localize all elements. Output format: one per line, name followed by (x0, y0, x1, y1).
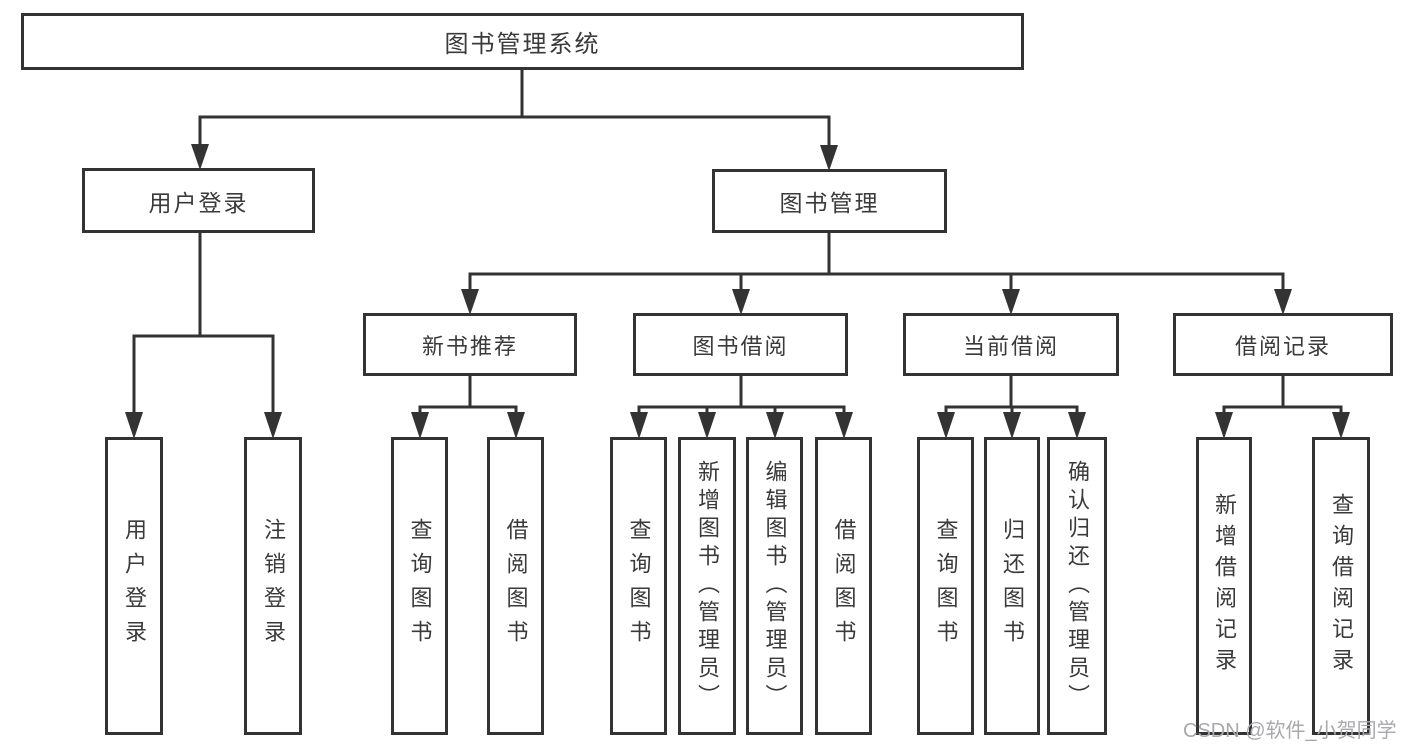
leaf-borrow-edit-admin-label: 编辑图书（管理员） (762, 460, 788, 712)
leaf-records-add-label: 新增借阅记录 (1212, 493, 1237, 679)
leaf-records-add: 新增借阅记录 (1196, 437, 1252, 735)
leaf-borrow-add-admin-label: 新增图书（管理员） (695, 460, 720, 712)
leaf-borrow-borrow-label: 借阅图书 (831, 518, 857, 654)
leaf-borrow-edit-admin: 编辑图书（管理员） (746, 437, 803, 735)
leaf-borrow-query-label: 查询图书 (626, 518, 652, 654)
node-root: 图书管理系统 (21, 13, 1024, 70)
leaf-logout: 注销登录 (244, 437, 302, 735)
leaf-newbooks-borrow: 借阅图书 (487, 437, 544, 735)
node-new-book-recommend-label: 新书推荐 (421, 333, 518, 359)
node-user-login-label: 用户登录 (148, 189, 249, 216)
leaf-borrow-query: 查询图书 (610, 437, 667, 735)
csdn-watermark: CSDN @软件_小贺同学 (1183, 720, 1397, 742)
leaf-current-return: 归还图书 (984, 437, 1040, 735)
node-book-borrow-label: 图书借阅 (692, 333, 789, 359)
node-root-label: 图书管理系统 (444, 31, 601, 58)
leaf-current-confirm-return-admin: 确认归还（管理员） (1047, 437, 1107, 735)
leaf-logout-label: 注销登录 (261, 518, 286, 654)
leaf-user-login: 用户登录 (105, 437, 163, 735)
leaf-newbooks-query: 查询图书 (391, 437, 448, 735)
leaf-borrow-borrow: 借阅图书 (815, 437, 872, 735)
leaf-user-login-label: 用户登录 (122, 518, 147, 654)
node-new-book-recommend: 新书推荐 (363, 313, 577, 376)
node-borrow-records: 借阅记录 (1173, 313, 1393, 376)
node-user-login: 用户登录 (82, 168, 315, 233)
leaf-current-return-label: 归还图书 (1000, 518, 1025, 654)
node-current-borrow-label: 当前借阅 (962, 333, 1059, 359)
node-current-borrow: 当前借阅 (903, 313, 1119, 376)
leaf-current-confirm-return-admin-label: 确认归还（管理员） (1065, 460, 1090, 712)
leaf-newbooks-borrow-label: 借阅图书 (503, 518, 529, 654)
node-book-borrow: 图书借阅 (633, 313, 848, 376)
leaf-records-query-label: 查询借阅记录 (1329, 493, 1354, 679)
leaf-borrow-add-admin: 新增图书（管理员） (678, 437, 736, 735)
leaf-current-query: 查询图书 (917, 437, 974, 735)
leaf-records-query: 查询借阅记录 (1312, 437, 1370, 735)
node-book-management: 图书管理 (712, 169, 947, 233)
node-borrow-records-label: 借阅记录 (1234, 333, 1331, 359)
leaf-current-query-label: 查询图书 (933, 518, 959, 654)
node-book-management-label: 图书管理 (779, 190, 880, 216)
leaf-newbooks-query-label: 查询图书 (407, 518, 433, 654)
